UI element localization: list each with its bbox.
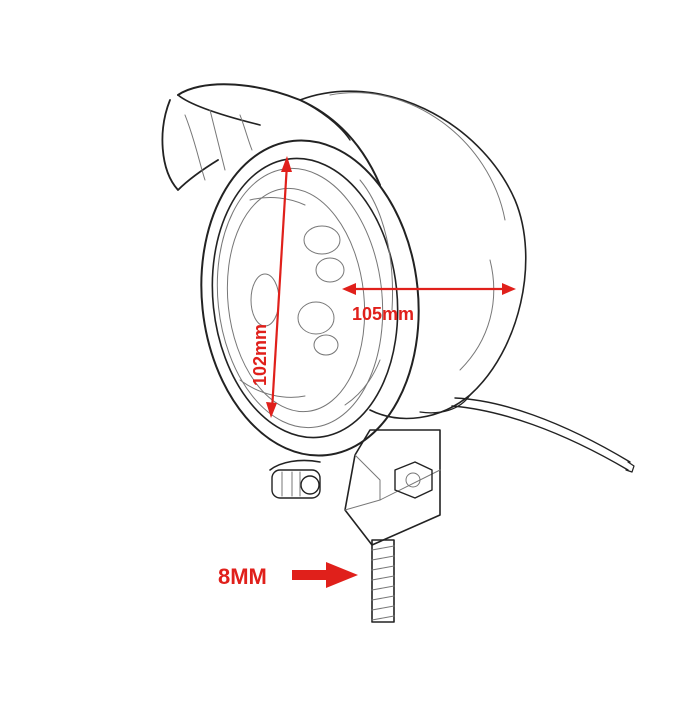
bolt-size-label: 8MM <box>218 564 267 589</box>
height-label: 102mm <box>250 324 270 386</box>
bezel-ring <box>200 139 420 457</box>
bolt-pointer-arrow <box>292 562 358 588</box>
width-label: 105mm <box>352 304 414 324</box>
visor <box>161 83 381 191</box>
clamp-band <box>269 459 321 499</box>
lens <box>226 187 366 413</box>
height-dimension <box>266 156 292 418</box>
threaded-bolt <box>371 539 395 623</box>
housing-shell <box>299 90 527 420</box>
width-dimension <box>342 283 516 295</box>
power-cable <box>451 397 635 473</box>
mount-bracket <box>344 429 441 546</box>
